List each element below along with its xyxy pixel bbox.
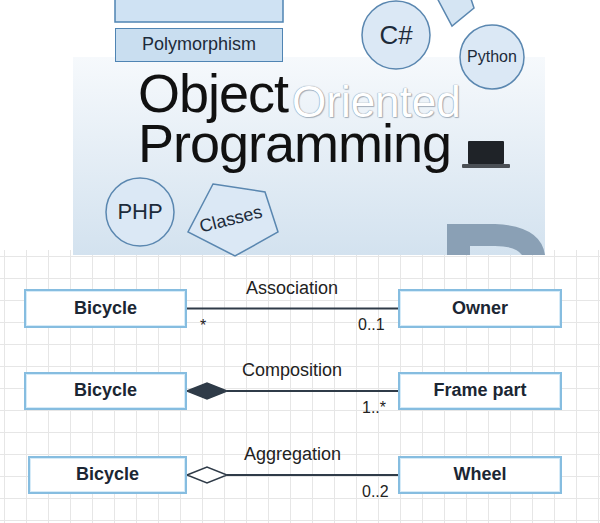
concept-pentagon: Classes — [183, 182, 279, 258]
laptop-base — [462, 164, 510, 168]
banner-background — [73, 57, 545, 255]
node-text: Owner — [452, 299, 508, 319]
class-box: Bicycle — [24, 372, 187, 410]
cut-shape — [436, 0, 474, 26]
connector-line — [187, 308, 398, 310]
circle-shape — [362, 1, 430, 69]
multiplicity: 0..1 — [358, 317, 385, 333]
laptop-screen — [468, 141, 504, 164]
title-word: Object — [138, 66, 288, 120]
relation-label: Aggregation — [244, 445, 341, 463]
connector — [187, 467, 398, 483]
title-word: Programming — [138, 116, 451, 170]
class-box: Wheel — [398, 456, 562, 494]
node-text: Wheel — [453, 465, 506, 485]
multiplicity: 1..* — [362, 400, 386, 416]
circle-shape — [106, 178, 174, 246]
hollow-diamond — [187, 467, 227, 483]
class-box: Bicycle — [24, 289, 187, 328]
connector-line — [227, 474, 398, 476]
node-text: Bicycle — [76, 465, 139, 485]
connector-line — [227, 390, 398, 392]
relation-label: Association — [246, 279, 338, 297]
pentagon-shape — [188, 184, 278, 256]
node-text: Bicycle — [74, 299, 137, 319]
relation-label: Composition — [242, 361, 342, 379]
filled-diamond — [187, 383, 227, 399]
language-circle: Python — [459, 24, 525, 90]
node-text: Frame part — [433, 381, 526, 401]
class-box: Frame part — [398, 372, 562, 410]
class-box: Owner — [398, 289, 562, 328]
node-text: PHP — [117, 200, 162, 224]
language-circle: PHP — [105, 177, 175, 247]
node-text: C# — [379, 21, 412, 50]
connector — [187, 383, 398, 399]
concept-box: Polymorphism — [115, 28, 283, 62]
class-box: Bicycle — [28, 456, 187, 494]
cut-box — [115, 0, 283, 22]
node-text: Polymorphism — [142, 35, 256, 55]
connector — [187, 308, 398, 309]
letter-fragment — [447, 224, 545, 255]
node-text: Bicycle — [74, 381, 137, 401]
circle-shape — [460, 25, 524, 89]
multiplicity: 0..2 — [362, 484, 389, 500]
node-text: Python — [467, 48, 517, 66]
language-circle: C# — [361, 0, 431, 70]
multiplicity: * — [200, 318, 206, 334]
